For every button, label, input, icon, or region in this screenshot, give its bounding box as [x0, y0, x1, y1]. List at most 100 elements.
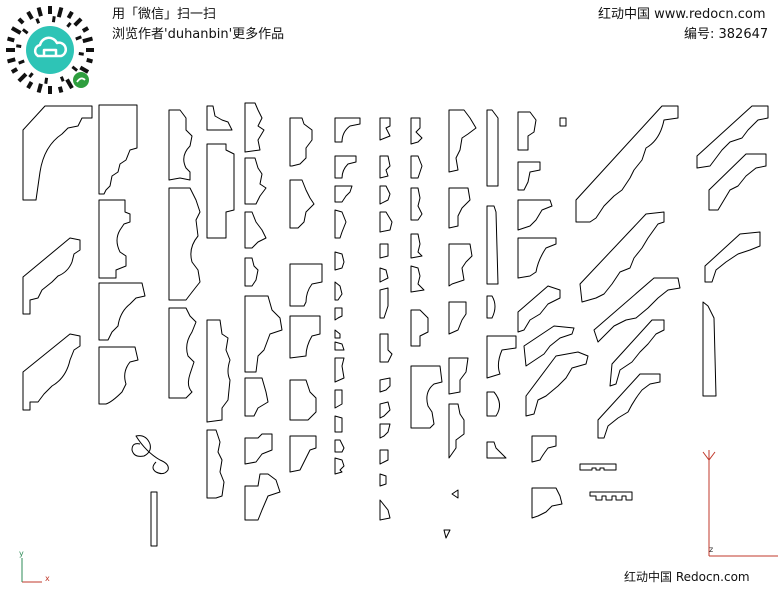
ogee-profile-3 — [289, 263, 323, 307]
narrow-profile-6 — [410, 309, 429, 347]
thin-strip-2 — [486, 205, 499, 285]
author-link-text[interactable]: 浏览作者'duhanbin'更多作品 — [112, 27, 285, 42]
half-round-1 — [486, 295, 496, 319]
crown-small-1 — [517, 111, 537, 151]
trim-profile-col11 — [486, 109, 517, 459]
cap-profile-7 — [334, 307, 343, 321]
crown-large-2 — [579, 211, 665, 303]
small-profile-6 — [379, 267, 389, 283]
spiral-ornament — [131, 435, 169, 475]
cap-profile-13 — [334, 439, 345, 453]
narrow-profile-3 — [410, 187, 423, 221]
bead-profile-3 — [244, 157, 267, 205]
stepped-profile-1 — [244, 295, 283, 373]
small-profile-1 — [379, 117, 391, 141]
cornice-profile-col14 — [696, 105, 769, 397]
dentil-strip-2 — [589, 491, 633, 501]
ogee-mould-5 — [448, 357, 469, 395]
stepped-profile-4 — [244, 473, 281, 521]
ucs-y-label: y — [19, 549, 24, 558]
cap-profile-10 — [334, 357, 345, 383]
site-name[interactable]: 红动中国 www.redocn.com — [598, 7, 766, 22]
right-cornice-3 — [704, 231, 761, 283]
small-profile-12 — [379, 449, 389, 465]
small-profile-4 — [379, 211, 393, 233]
crown-small-3 — [517, 199, 553, 231]
trim-profile-col3 — [131, 109, 201, 547]
small-profile-8 — [379, 333, 393, 363]
ogee-profile-4 — [289, 315, 321, 359]
right-tall-strip — [702, 301, 717, 397]
diagonal-mould-1 — [517, 285, 561, 333]
small-cap-1 — [206, 105, 233, 131]
small-profile-13 — [379, 473, 387, 487]
ogee-mould-3 — [448, 243, 473, 287]
flat-bar — [150, 491, 158, 547]
crown-large-1 — [575, 105, 679, 223]
tiny-mark-1 — [451, 489, 459, 499]
cap-profile-3 — [334, 185, 353, 203]
dentil-strip-1 — [579, 463, 617, 471]
trim-profile-col6 — [289, 117, 323, 473]
ogee-mould-4 — [448, 301, 467, 335]
crown-small-2 — [517, 161, 541, 191]
small-profile-2 — [379, 155, 391, 179]
small-profile-14 — [379, 499, 391, 521]
wide-profile-1 — [410, 365, 443, 429]
bead-profile-5 — [244, 257, 259, 287]
ogee-mould-6 — [448, 403, 465, 459]
trim-profile-col4 — [206, 105, 235, 499]
crown-large-3 — [593, 277, 681, 343]
ucs-icon: x y — [19, 549, 50, 583]
cornice-profile-2 — [22, 237, 81, 315]
cap-profile-2 — [334, 155, 357, 179]
ogee-mould-2 — [448, 187, 471, 229]
ogee-profile-6 — [289, 435, 317, 473]
stepped-profile-3 — [244, 433, 273, 465]
ogee-profile-2 — [289, 179, 315, 229]
moulding-profile-2 — [98, 199, 131, 279]
diagonal-mould-2 — [523, 325, 575, 367]
trim-profile-3 — [168, 307, 197, 399]
trim-profile-1 — [168, 109, 193, 181]
cornice-profile-3 — [22, 333, 81, 411]
stepped-profile-2 — [244, 377, 269, 417]
moulding-profile-1 — [98, 104, 138, 195]
diagonal-mould-3 — [525, 351, 589, 417]
narrow-profile-1 — [410, 117, 423, 145]
tiny-mark-2 — [443, 529, 451, 539]
crown-profile-col13 — [575, 105, 681, 501]
trim-profile-col8 — [379, 117, 393, 521]
cloud-house-icon — [33, 36, 68, 58]
trim-profile-col9 — [410, 117, 443, 429]
cornice-profile-col1 — [22, 105, 93, 411]
ogee-mould-1 — [448, 109, 477, 173]
corner-mould-1 — [531, 435, 557, 463]
mini-program-icon — [73, 72, 89, 88]
bead-profile-1 — [206, 429, 225, 499]
cap-profile-6 — [334, 281, 343, 301]
narrow-profile-2 — [410, 155, 423, 179]
trim-profile-col12 — [517, 111, 589, 519]
cornice-profile-1 — [22, 105, 93, 201]
moulding-profile-col2 — [98, 104, 146, 405]
cap-profile-11 — [334, 389, 343, 409]
crown-large-4 — [609, 319, 665, 387]
tiny-square — [559, 117, 567, 127]
trim-profile-col7 — [334, 117, 361, 475]
trim-profile-col5 — [244, 102, 283, 521]
thin-strip-1 — [486, 109, 499, 187]
bead-profile-4 — [244, 211, 267, 249]
scan-instruction: 用「微信」扫一扫 — [112, 7, 217, 22]
z-axis-label: z — [709, 545, 713, 554]
half-round-2 — [486, 391, 500, 417]
footer-watermark: 红动中国 Redocn.com — [624, 570, 750, 584]
cap-profile-14 — [334, 457, 345, 475]
cap-profile-1 — [334, 117, 361, 143]
trim-profile-col10 — [443, 109, 477, 539]
moulding-profile-3 — [98, 282, 146, 341]
trim-profile-2 — [168, 187, 201, 301]
small-step-1 — [486, 441, 507, 459]
miniprogram-qr-code — [6, 6, 94, 94]
